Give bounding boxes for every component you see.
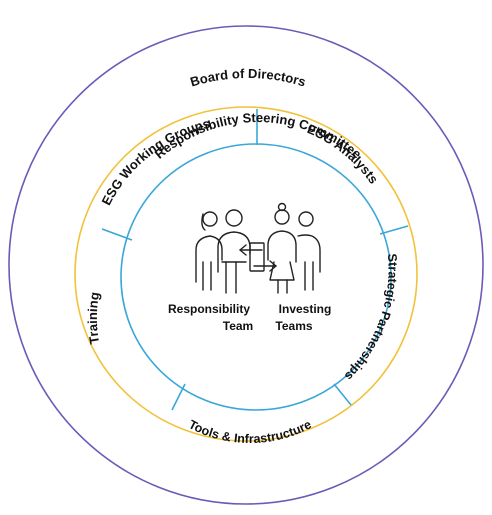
- divider-right: [379, 225, 409, 235]
- investing-teams-label-line1: Investing: [279, 302, 332, 316]
- middle-ring: [74, 106, 418, 442]
- divider-bottom-left: [171, 383, 186, 411]
- inner-ring: [120, 143, 392, 411]
- responsibility-team-label-line1: Responsibility: [168, 302, 250, 316]
- team-collaboration-icon: [195, 202, 321, 294]
- divider-left: [101, 228, 133, 241]
- board-of-directors-label: Board of Directors: [188, 66, 307, 90]
- segment-tools-infrastructure: Tools & Infrastructure: [186, 417, 313, 446]
- segment-esg-working-groups: ESG Working Groups: [98, 116, 211, 208]
- investing-teams-label-line2: Teams: [275, 319, 312, 333]
- outer-ring: [8, 25, 484, 505]
- segment-training: Training: [85, 291, 102, 345]
- responsibility-team-label-line2: Team: [223, 319, 253, 333]
- segment-dividers: [101, 109, 409, 411]
- divider-bottom-right: [333, 383, 352, 406]
